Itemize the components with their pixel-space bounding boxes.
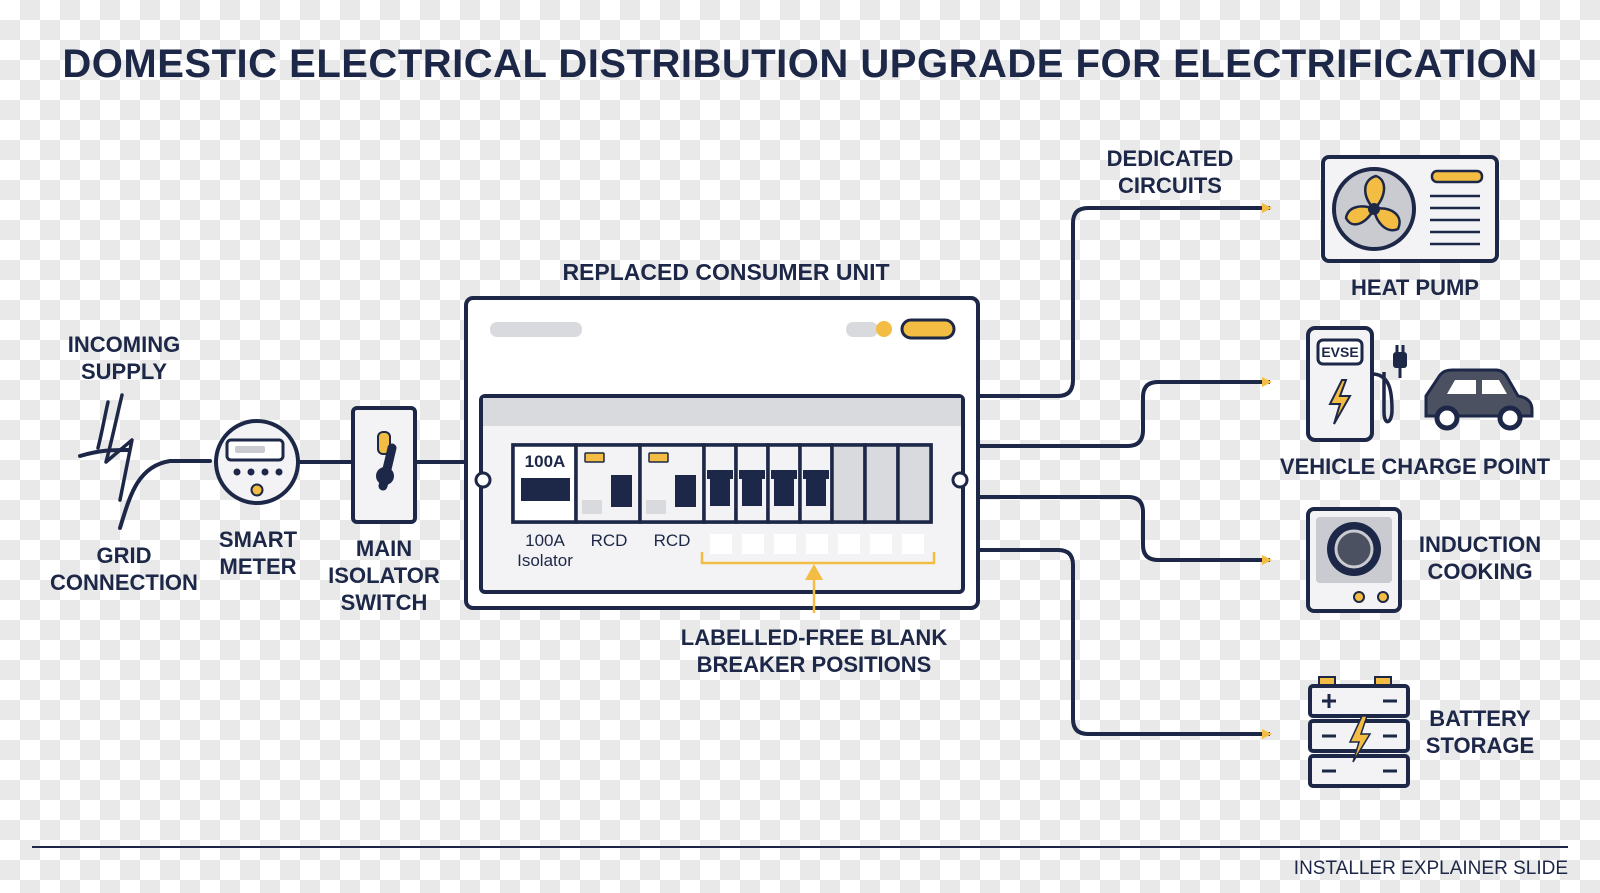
battery-label-2: STORAGE xyxy=(1426,733,1534,758)
isolator-label-2: ISOLATOR xyxy=(328,563,440,588)
main-breaker-module xyxy=(511,443,578,524)
lightning-icon xyxy=(96,393,134,502)
consumer-unit-title: REPLACED CONSUMER UNIT xyxy=(562,259,889,285)
fan-icon xyxy=(1344,174,1401,232)
grid-connection-label: GRID xyxy=(97,543,152,568)
blank-positions-bracket xyxy=(700,552,936,613)
grid-connection-label-2: CONNECTION xyxy=(50,570,198,595)
incoming-supply-label-2: SUPPLY xyxy=(81,359,167,384)
bracket-arrowhead xyxy=(805,564,823,580)
rcd-module-1 xyxy=(574,443,642,524)
isolator-switch-icon xyxy=(351,406,417,524)
blank-positions-label: LABELLED-FREE BLANK xyxy=(681,625,948,650)
dedicated-circuits-label-2: CIRCUITS xyxy=(1118,173,1222,198)
isolator-module-label-2: Isolator xyxy=(517,551,573,570)
incoming-supply-label: INCOMING xyxy=(68,332,180,357)
rcd-label-1: RCD xyxy=(591,531,628,550)
main-breaker-rating: 100A xyxy=(525,452,566,471)
footer-divider xyxy=(32,846,1568,848)
isolator-label: MAIN xyxy=(356,536,412,561)
hob-icon xyxy=(1306,507,1402,613)
evse-tag: EVSE xyxy=(1321,344,1358,360)
battery-icon xyxy=(1308,676,1410,788)
induction-label-2: COOKING xyxy=(1427,559,1532,584)
rcd-label-2: RCD xyxy=(654,531,691,550)
plug-icon xyxy=(1393,345,1407,378)
car-icon xyxy=(1424,368,1534,431)
blank-positions-label-2: BREAKER POSITIONS xyxy=(697,652,932,677)
vehicle-charge-label: VEHICLE CHARGE POINT xyxy=(1280,454,1551,479)
isolator-module-label: 100A xyxy=(525,531,565,550)
battery-label: BATTERY xyxy=(1429,706,1531,731)
isolator-label-3: SWITCH xyxy=(341,590,428,615)
smart-meter-label-2: METER xyxy=(220,554,297,579)
rcd-module-2 xyxy=(638,443,706,524)
smart-meter-icon xyxy=(214,419,300,505)
page-title: DOMESTIC ELECTRICAL DISTRIBUTION UPGRADE… xyxy=(62,42,1538,86)
footer-caption: INSTALLER EXPLAINER SLIDE xyxy=(1293,858,1568,879)
blank-modules xyxy=(830,443,933,524)
blank-label-strip xyxy=(710,534,924,554)
dedicated-circuit-wires xyxy=(978,203,1272,739)
heat-pump-icon xyxy=(1321,155,1499,263)
mcb-modules xyxy=(702,443,834,524)
heat-pump-label: HEAT PUMP xyxy=(1351,275,1479,300)
supply-wires xyxy=(78,448,472,530)
induction-label: INDUCTION xyxy=(1419,532,1541,557)
smart-meter-label: SMART xyxy=(219,527,298,552)
ev-charger-icon xyxy=(1306,326,1394,442)
dedicated-circuits-label: DEDICATED xyxy=(1107,146,1234,171)
